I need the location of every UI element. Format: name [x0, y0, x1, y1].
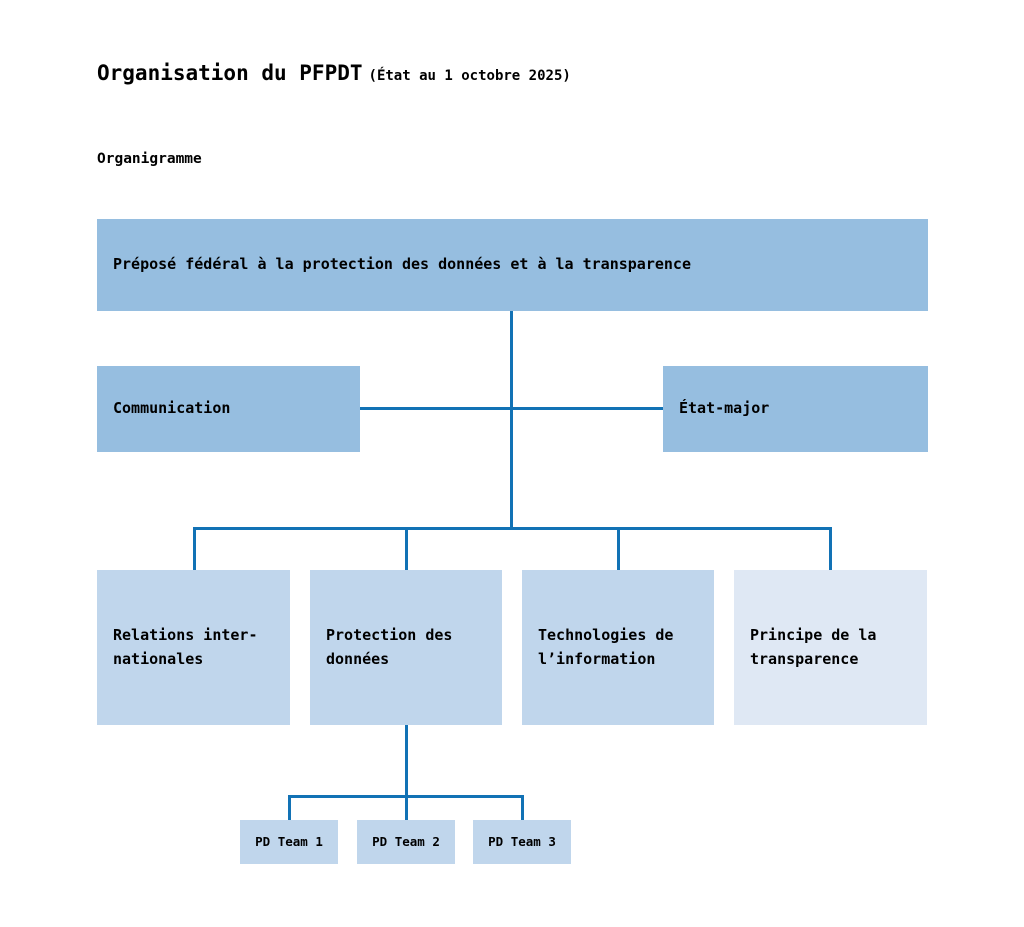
- org-box-protection-des-donnees: Protection des données: [310, 570, 502, 725]
- connector-division1-drop: [193, 527, 196, 570]
- org-box-etat-major: État-major: [663, 366, 928, 452]
- connector-team3-drop: [521, 795, 524, 820]
- org-box-pd-team-1-label: PD Team 1: [255, 834, 323, 850]
- org-box-pd-team-1: PD Team 1: [240, 820, 338, 864]
- connector-divisions-horizontal: [193, 527, 832, 530]
- org-box-protection-des-donnees-label: Protection des données: [326, 626, 453, 668]
- org-box-pd-team-3: PD Team 3: [473, 820, 571, 864]
- org-box-relations-internationales: Relations inter- nationales: [97, 570, 290, 725]
- org-box-principe-transparence: Principe de la transparence: [734, 570, 927, 725]
- connector-division2-drop: [405, 527, 408, 570]
- org-box-pd-team-2: PD Team 2: [357, 820, 455, 864]
- org-box-root: Préposé fédéral à la protection des donn…: [97, 219, 928, 311]
- org-box-root-label: Préposé fédéral à la protection des donn…: [113, 255, 691, 274]
- org-box-pd-team-3-label: PD Team 3: [488, 834, 556, 850]
- org-box-technologies-information-label: Technologies de l’information: [538, 626, 674, 668]
- page-title: Organisation du PFPDT (État au 1 octobre …: [97, 61, 571, 85]
- org-box-technologies-information: Technologies de l’information: [522, 570, 714, 725]
- org-box-communication-label: Communication: [113, 399, 231, 418]
- connector-team1-drop: [288, 795, 291, 820]
- org-box-pd-team-2-label: PD Team 2: [372, 834, 440, 850]
- org-box-communication: Communication: [97, 366, 360, 452]
- page-title-date-note: (État au 1 octobre 2025): [368, 68, 571, 84]
- connector-division4-drop: [829, 527, 832, 570]
- page-title-text: Organisation du PFPDT: [97, 61, 363, 85]
- connector-teams-vertical: [405, 725, 408, 820]
- connector-teams-horizontal: [288, 795, 524, 798]
- connector-root-vertical: [510, 311, 513, 530]
- org-box-relations-internationales-label: Relations inter- nationales: [113, 626, 258, 668]
- section-heading: Organigramme: [97, 151, 202, 167]
- connector-staff-horizontal: [360, 407, 663, 410]
- org-box-principe-transparence-label: Principe de la transparence: [750, 626, 877, 668]
- connector-division3-drop: [617, 527, 620, 570]
- org-box-etat-major-label: État-major: [679, 399, 770, 418]
